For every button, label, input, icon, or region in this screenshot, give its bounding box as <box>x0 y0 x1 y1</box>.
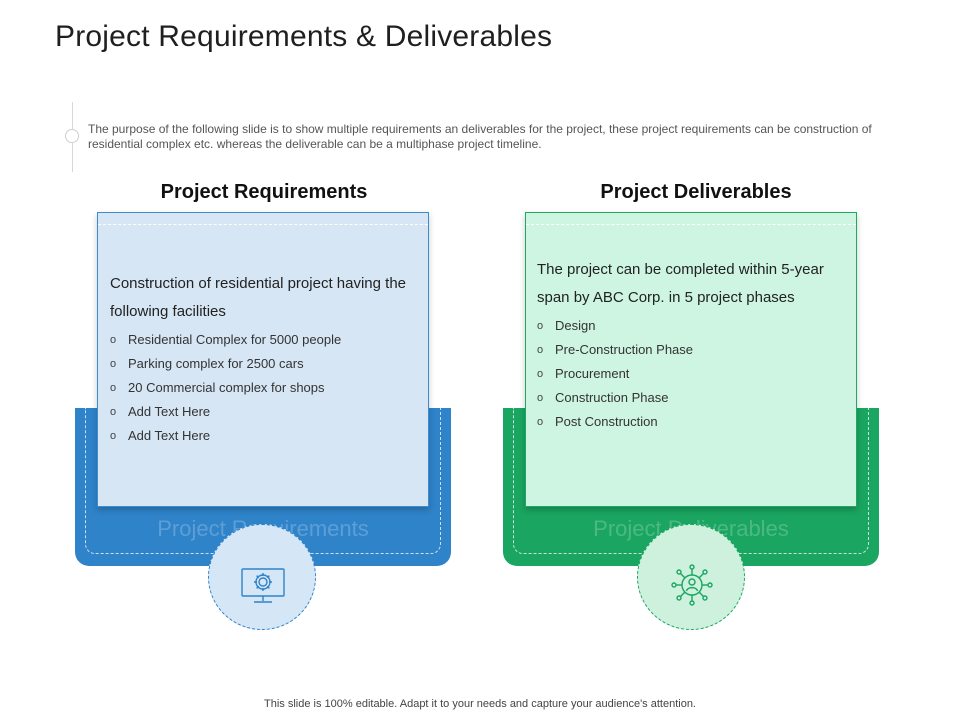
deliverables-heading: Project Deliverables <box>600 181 792 203</box>
requirements-lead: Construction of residential project havi… <box>110 275 407 320</box>
bullet-icon: o <box>110 382 117 394</box>
deliverables-lead: The project can be completed within 5-ye… <box>537 261 824 306</box>
bullet-icon: o <box>537 368 544 380</box>
bullet-icon: o <box>537 416 544 428</box>
bullet-icon: o <box>110 406 117 418</box>
requirements-card-dash <box>98 224 428 225</box>
bullet-icon: o <box>110 430 117 442</box>
bullet-icon: o <box>110 334 117 346</box>
slide-title: Project Requirements & Deliverables <box>55 20 553 53</box>
computer-gear-icon <box>241 568 285 603</box>
bullet-icon: o <box>537 392 544 404</box>
intro-marker <box>65 129 79 143</box>
bullet-icon: o <box>537 320 544 332</box>
requirements-card: Construction of residential project havi… <box>97 212 429 507</box>
requirements-heading: Project Requirements <box>160 181 368 203</box>
requirements-icon-circle <box>208 524 316 630</box>
deliverables-icon-circle <box>637 524 745 630</box>
deliverables-card-dash <box>526 224 856 225</box>
bullet-icon: o <box>110 358 117 370</box>
intro-text: The purpose of the following slide is to… <box>88 122 872 151</box>
footer-note: This slide is 100% editable. Adapt it to… <box>264 698 696 710</box>
bullet-icon: o <box>537 344 544 356</box>
person-network-icon <box>671 564 713 606</box>
deliverables-card: The project can be completed within 5-ye… <box>525 212 857 507</box>
